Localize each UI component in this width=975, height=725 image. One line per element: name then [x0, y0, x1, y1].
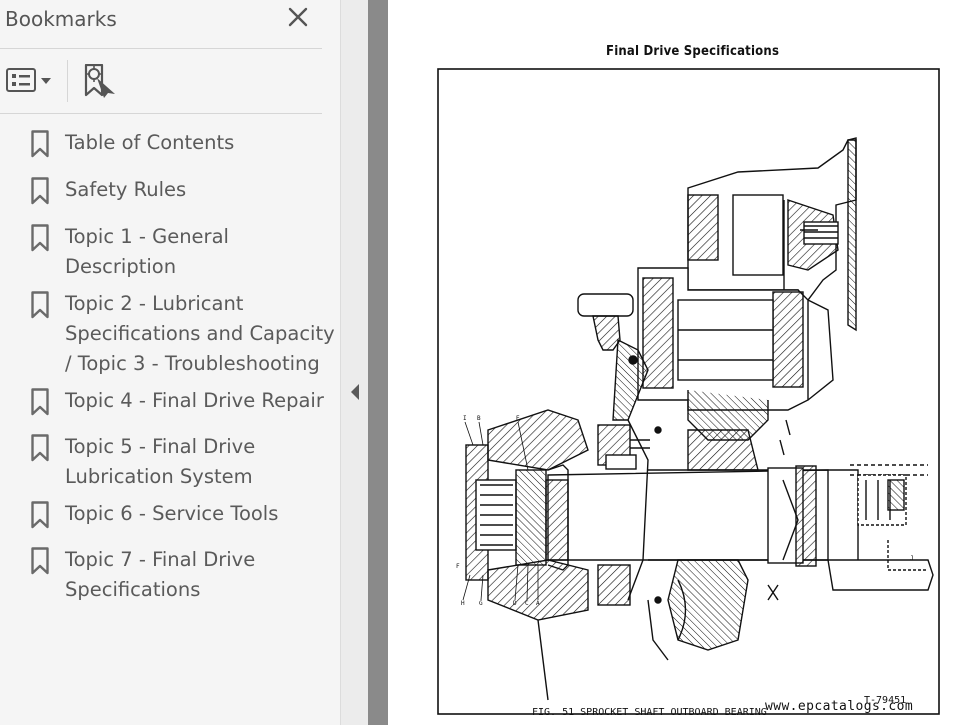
- find-bookmark-icon: [84, 63, 115, 98]
- bookmark-icon: [31, 291, 49, 319]
- callout-g: G: [479, 600, 483, 607]
- bookmark-label-line: Lubrication System: [65, 465, 253, 488]
- bookmark-label-line: Topic 2 - Lubricant: [65, 292, 244, 315]
- bookmark-label-line: Topic 4 - Final Drive Repair: [65, 389, 324, 412]
- bookmark-icon: [31, 177, 49, 205]
- bookmark-label-line: Specifications: [65, 578, 201, 601]
- bookmark-label-line: Topic 1 - General: [65, 225, 229, 248]
- panel-title: Bookmarks: [5, 7, 117, 31]
- bookmark-options-button[interactable]: [6, 67, 56, 95]
- bookmark-item[interactable]: Topic 6 - Service Tools: [0, 499, 341, 529]
- bookmark-item[interactable]: Table of Contents: [0, 128, 341, 158]
- close-panel-button[interactable]: [286, 5, 310, 29]
- bookmark-icon: [31, 434, 49, 462]
- divider: [0, 48, 322, 49]
- bookmark-label-line: / Topic 3 - Troubleshooting: [65, 352, 320, 375]
- sprocket-shaft-drawing: I B E F H G D C A J: [437, 68, 940, 715]
- list-options-icon: [6, 68, 51, 92]
- callout-c: C: [525, 600, 529, 607]
- chevron-down-icon: [41, 78, 51, 84]
- bookmark-label-line: Topic 6 - Service Tools: [65, 502, 279, 525]
- close-icon: [288, 7, 308, 27]
- document-title: Final Drive Specifications: [606, 44, 780, 59]
- bookmark-icon: [31, 501, 49, 529]
- figure-caption: FIG. 51 SPROCKET SHAFT OUTBOARD BEARING: [532, 707, 767, 718]
- bookmark-icon: [31, 224, 49, 252]
- figure-frame: [437, 68, 940, 715]
- panel-splitter[interactable]: [341, 0, 368, 725]
- bookmark-label-line: Safety Rules: [65, 178, 187, 201]
- watermark: www.epcatalogs.com: [765, 699, 914, 714]
- bookmark-icon: [31, 130, 49, 158]
- callout-h: H: [461, 600, 465, 607]
- callout-f: F: [456, 563, 460, 570]
- bookmark-label-line: Topic 7 - Final Drive: [65, 548, 256, 571]
- bookmark-item[interactable]: Topic 4 - Final Drive Repair: [0, 386, 341, 416]
- bookmark-icon: [31, 388, 49, 416]
- bookmark-label: Topic 6 - Service Tools: [65, 499, 335, 529]
- bookmark-label-line: Specifications and Capacity: [65, 322, 335, 345]
- callout-a: A: [536, 600, 540, 607]
- toolbar-divider: [67, 60, 68, 102]
- callout-d: D: [513, 600, 517, 607]
- collapse-panel-button[interactable]: [348, 381, 362, 403]
- panel-header: Bookmarks: [0, 0, 341, 46]
- bookmark-item[interactable]: Safety Rules: [0, 175, 341, 205]
- bookmark-label: Topic 4 - Final Drive Repair: [65, 386, 335, 416]
- bookmarks-toolbar: [0, 50, 322, 112]
- callout-j: J: [910, 555, 914, 562]
- figure-number: T-79451: [864, 695, 907, 706]
- callout-b: B: [477, 415, 481, 422]
- bookmark-label: Safety Rules: [65, 175, 335, 205]
- bookmark-label-line: Topic 5 - Final Drive: [65, 435, 256, 458]
- chevron-left-icon: [351, 384, 359, 400]
- callout-i: I: [463, 415, 467, 422]
- document-gutter: [368, 0, 388, 725]
- bookmark-label: Table of Contents: [65, 128, 335, 158]
- find-current-bookmark-button[interactable]: [83, 63, 119, 100]
- bookmark-label-line: Table of Contents: [65, 131, 235, 154]
- document-page: Final Drive Specifications: [388, 0, 975, 725]
- bookmark-label-line: Description: [65, 255, 177, 278]
- bookmark-icon: [31, 547, 49, 575]
- divider: [0, 113, 322, 114]
- bookmarks-panel: Bookmarks: [0, 0, 341, 725]
- callout-e: E: [516, 415, 520, 422]
